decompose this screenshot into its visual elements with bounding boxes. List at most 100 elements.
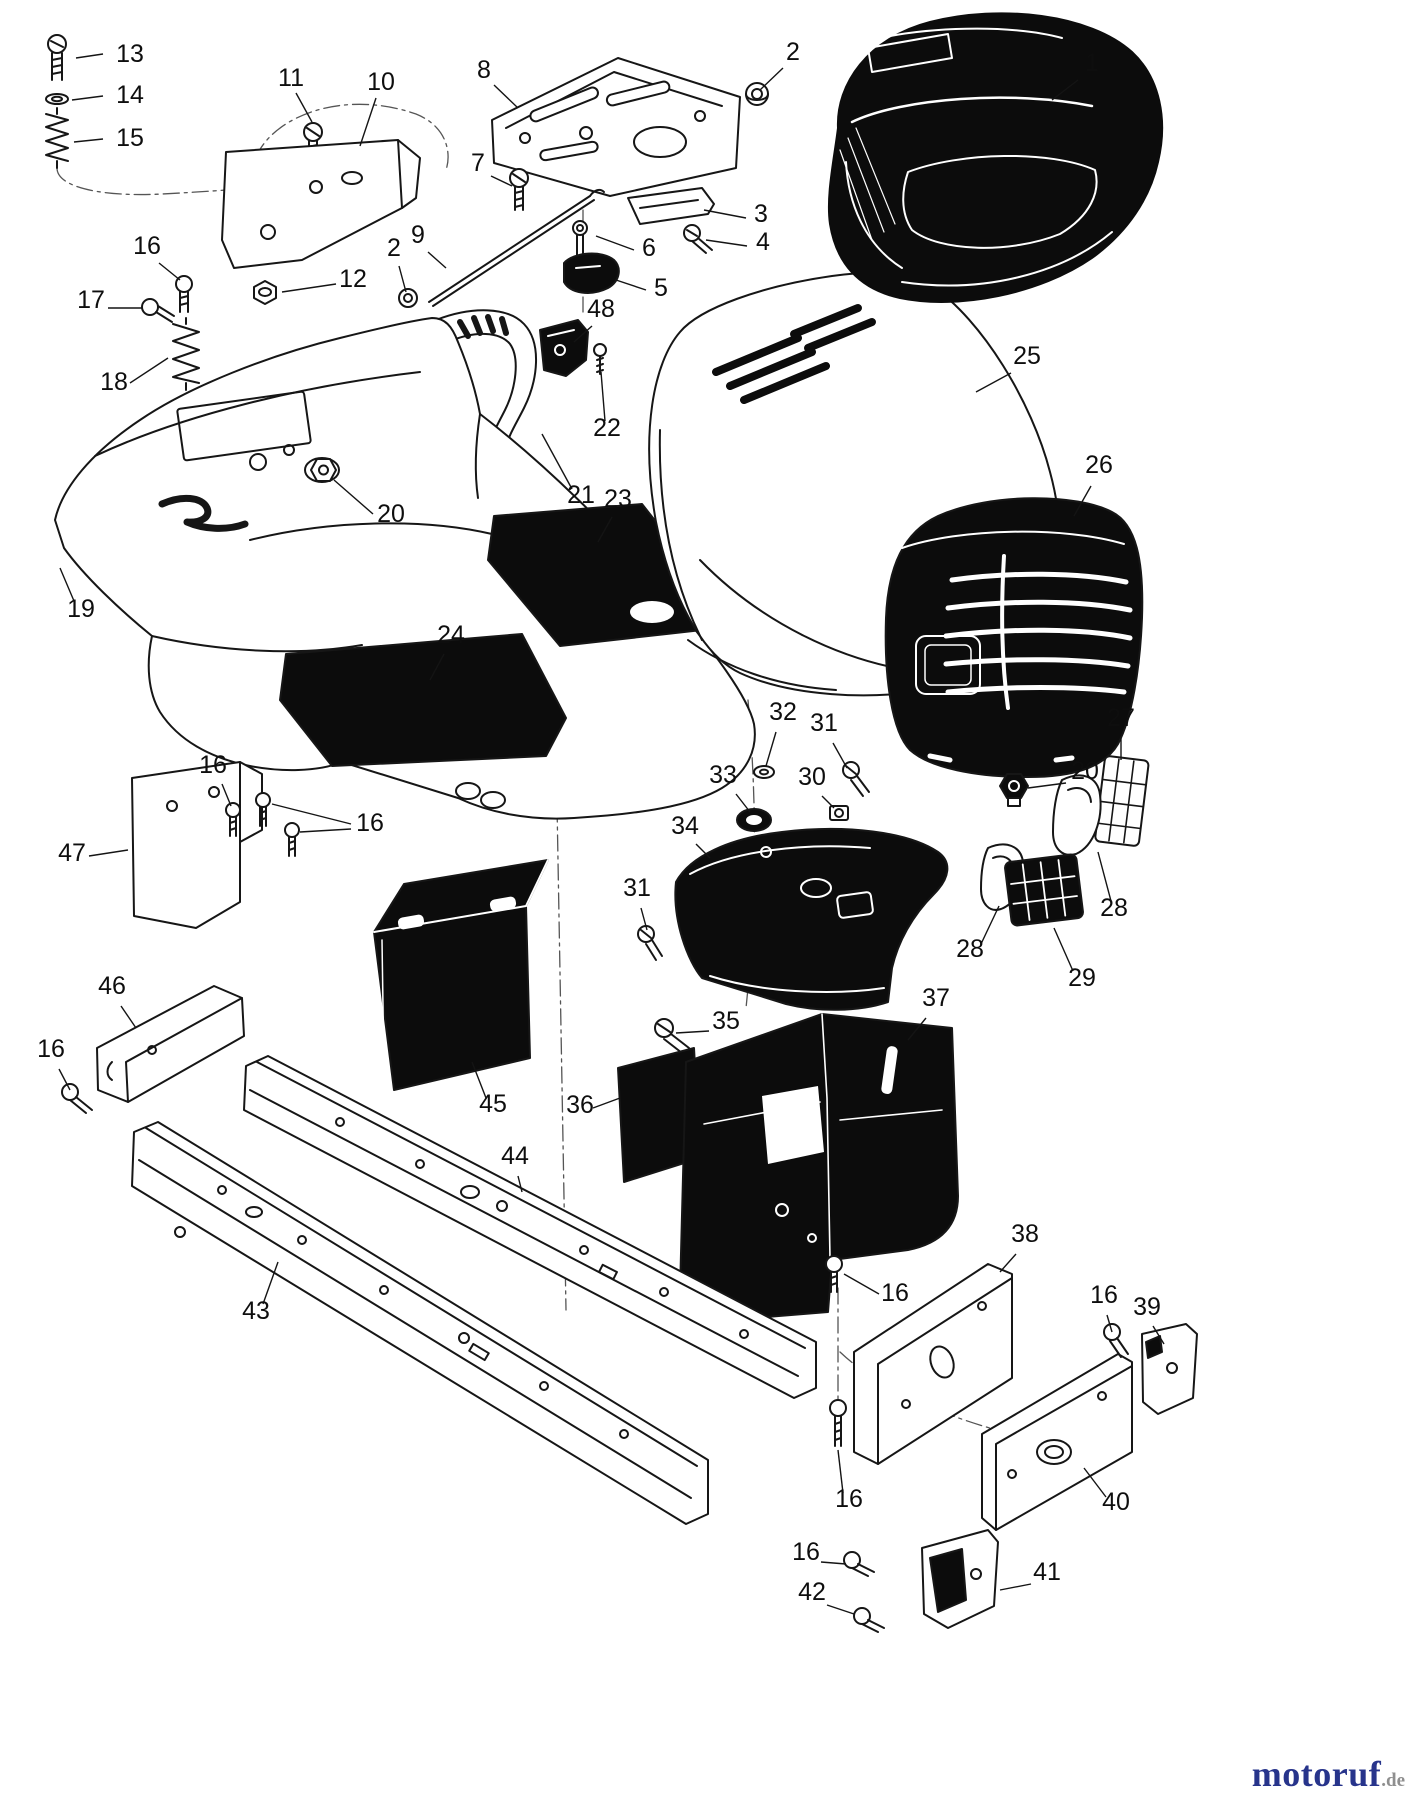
leader-line-45-46 [471,1061,487,1099]
bolt-35-icon [654,1018,690,1054]
leader-line-38-51 [999,1253,1017,1273]
leader-line-16-35 [221,783,232,807]
leader-line-28-38 [1097,851,1112,902]
spring-18-icon [172,317,200,391]
part-callout-17-16: 17 [77,286,105,314]
leader-line-43-49 [262,1261,279,1305]
bolt-16-left-icon [61,1083,93,1114]
watermark-tld: .de [1381,1770,1405,1791]
fender-19 [54,317,756,820]
screw-22-icon [593,343,607,375]
part-callout-24-27: 24 [437,621,465,649]
leader-line-16-50 [843,1273,880,1295]
part-callout-19-26: 19 [67,595,95,623]
leader-line-16-56 [820,1561,847,1565]
leader-line-23-24 [597,516,613,543]
leader-line-3-9 [703,209,747,219]
knob-5 [563,252,620,294]
bolt-13-icon [47,34,67,81]
leader-line-35-43 [675,1030,710,1034]
part-callout-28-40: 28 [956,935,984,963]
part-callout-38-51: 38 [1011,1220,1039,1248]
bolt-16-bottom-left-icon [843,1551,875,1577]
leader-line-12-14 [281,283,337,293]
leader-line-26-22 [1073,485,1092,517]
part-callout-5-18: 5 [654,274,668,302]
part-callout-16-54: 16 [835,1485,863,1513]
leader-line-48-19 [573,325,593,343]
nut-12-icon [253,280,277,305]
washer-32-icon [753,765,775,779]
leader-line-16-52 [1106,1314,1113,1333]
bolt-16-vertical-icon [829,1399,847,1447]
stud-6-icon [572,220,588,259]
part-callout-7-8: 7 [471,149,485,177]
part-callout-45-46: 45 [479,1090,507,1118]
leader-line-16-45 [58,1068,71,1091]
part-callout-20-33: 20 [1071,757,1099,785]
bolt-16-br-top-icon [1103,1323,1129,1358]
part-callout-16-45: 16 [37,1035,65,1063]
leader-line-42-58 [826,1604,855,1615]
leader-line-46-42 [120,1005,137,1029]
part-callout-16-35: 16 [199,751,227,779]
part-callout-35-43: 35 [712,1007,740,1035]
part-callout-43-49: 43 [242,1297,270,1325]
part-callout-48-19: 48 [587,295,615,323]
bracket-41 [921,1529,999,1629]
leader-line-16-54 [837,1449,844,1494]
bolt-16-47b-icon [255,792,271,827]
part-callout-32-28: 32 [769,698,797,726]
part-callout-2-6: 2 [786,38,800,66]
part-callout-1-7: 1 [1085,49,1099,77]
part-callout-8-5: 8 [477,56,491,84]
leader-line-10-4 [359,97,377,147]
part-callout-22-20: 22 [593,414,621,442]
part-callout-34-34: 34 [671,812,699,840]
part-callout-21-23: 21 [567,481,595,509]
part-callout-14-1: 14 [116,81,144,109]
leader-line-37-44 [907,1017,927,1041]
part-callout-2-13: 2 [387,234,401,262]
part-callout-16-15: 16 [133,232,161,260]
leader-line-22-20 [600,371,606,422]
rod-9 [428,188,605,307]
nut-20-grille-icon [999,773,1029,807]
bezel-33-icon [736,808,772,832]
leader-line-29-41 [1053,927,1074,972]
leader-line-41-57 [999,1583,1032,1591]
strip-21 [435,309,537,449]
bracket-46 [96,985,245,1103]
leader-line-31-39 [640,907,648,931]
part-callout-12-14: 12 [339,265,367,293]
leader-line-2-6 [759,67,784,91]
part-callout-15-2: 15 [116,124,144,152]
part-callout-42-58: 42 [798,1578,826,1606]
bracket-47 [131,761,263,929]
screw-4-icon [683,224,713,254]
leader-line-25-21 [975,372,1012,393]
leader-line-4-11 [705,239,748,247]
leader-line-20-33 [1027,782,1067,789]
washer-14-icon [45,93,69,105]
part-callout-20-25: 20 [377,500,405,528]
part-callout-27-30: 27 [1107,704,1135,732]
leader-line-5-18 [615,279,647,291]
leader-line-16-36 [271,803,352,825]
part-callout-36-47: 36 [566,1091,594,1119]
part-callout-47-37: 47 [58,839,86,867]
seat-1 [827,12,1164,303]
leader-line-32-28 [765,731,777,767]
lens-29 [1004,853,1084,927]
part-callout-29-41: 29 [1068,964,1096,992]
leader-line-20-25 [333,479,374,515]
bolt-16-footrest-icon [825,1255,843,1293]
grille-26 [884,497,1144,778]
leader-line-44-48 [517,1175,523,1193]
leader-lines [58,53,1165,1615]
leader-line-28-40 [980,905,1000,945]
screw-31-b-icon [637,925,663,961]
leader-line-36-47 [592,1097,621,1109]
leader-line-1-7 [1051,79,1079,101]
